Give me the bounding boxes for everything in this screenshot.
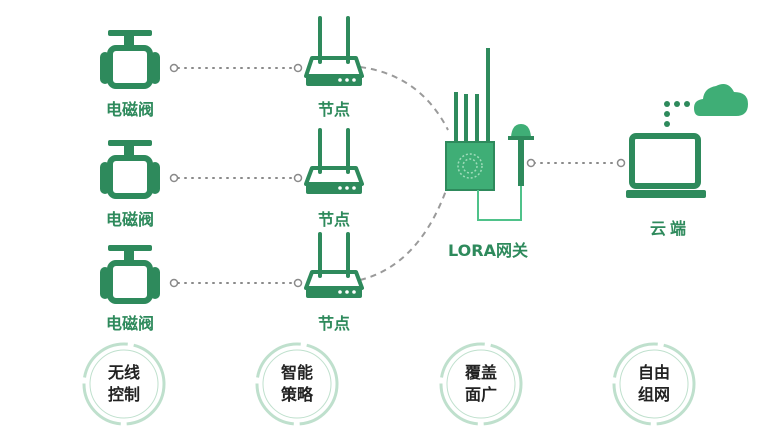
connector-dot <box>169 278 179 288</box>
valve-label: 电磁阀 <box>105 210 154 229</box>
router-icon <box>304 232 364 298</box>
feature-line: 面广 <box>464 385 497 404</box>
feature-badge-4: 自由 组网 <box>614 362 694 406</box>
feature-line: 覆盖 <box>464 363 497 382</box>
node-label: 节点 <box>317 100 350 119</box>
node-gateway-links <box>359 66 449 281</box>
connector-dot <box>526 158 536 168</box>
feature-badge-1: 无线 控制 <box>84 362 164 406</box>
badge-ring <box>612 342 696 426</box>
feature-line: 组网 <box>637 385 670 404</box>
feature-line: 策略 <box>280 385 313 404</box>
feature-badge-3: 覆盖 面广 <box>441 362 521 406</box>
connector-dot <box>293 63 303 73</box>
badge-ring <box>255 342 339 426</box>
feature-badge-2: 智能 策略 <box>257 362 337 406</box>
connector-dot <box>169 173 179 183</box>
node-label: 节点 <box>317 314 350 333</box>
connector-dot <box>616 158 626 168</box>
router-icon <box>304 16 364 86</box>
link-top <box>359 66 449 131</box>
badge-ring <box>82 342 166 426</box>
badge-ring <box>439 342 523 426</box>
valve-node-connectors <box>177 67 299 284</box>
connector-dot <box>169 63 179 73</box>
router-icon <box>304 128 364 194</box>
valve-label: 电磁阀 <box>105 100 154 119</box>
feature-line: 智能 <box>280 363 313 382</box>
valve-label: 电磁阀 <box>105 314 154 333</box>
solenoid-valve-icon <box>100 245 160 304</box>
solenoid-valve-icon <box>100 140 160 199</box>
feature-badges <box>82 342 696 426</box>
cloud-label: 云端 <box>649 219 690 238</box>
laptop-cloud-icon <box>626 84 748 198</box>
connector-dot <box>293 278 303 288</box>
feature-line: 控制 <box>107 385 140 404</box>
feature-line: 自由 <box>637 363 670 382</box>
gateway-label: LORA网关 <box>448 241 528 260</box>
solenoid-valve-icon <box>100 30 160 89</box>
feature-line: 无线 <box>107 363 140 382</box>
node-label: 节点 <box>317 210 350 229</box>
link-bottom <box>359 184 449 281</box>
gateway-icon <box>445 48 534 221</box>
connector-dot <box>293 173 303 183</box>
